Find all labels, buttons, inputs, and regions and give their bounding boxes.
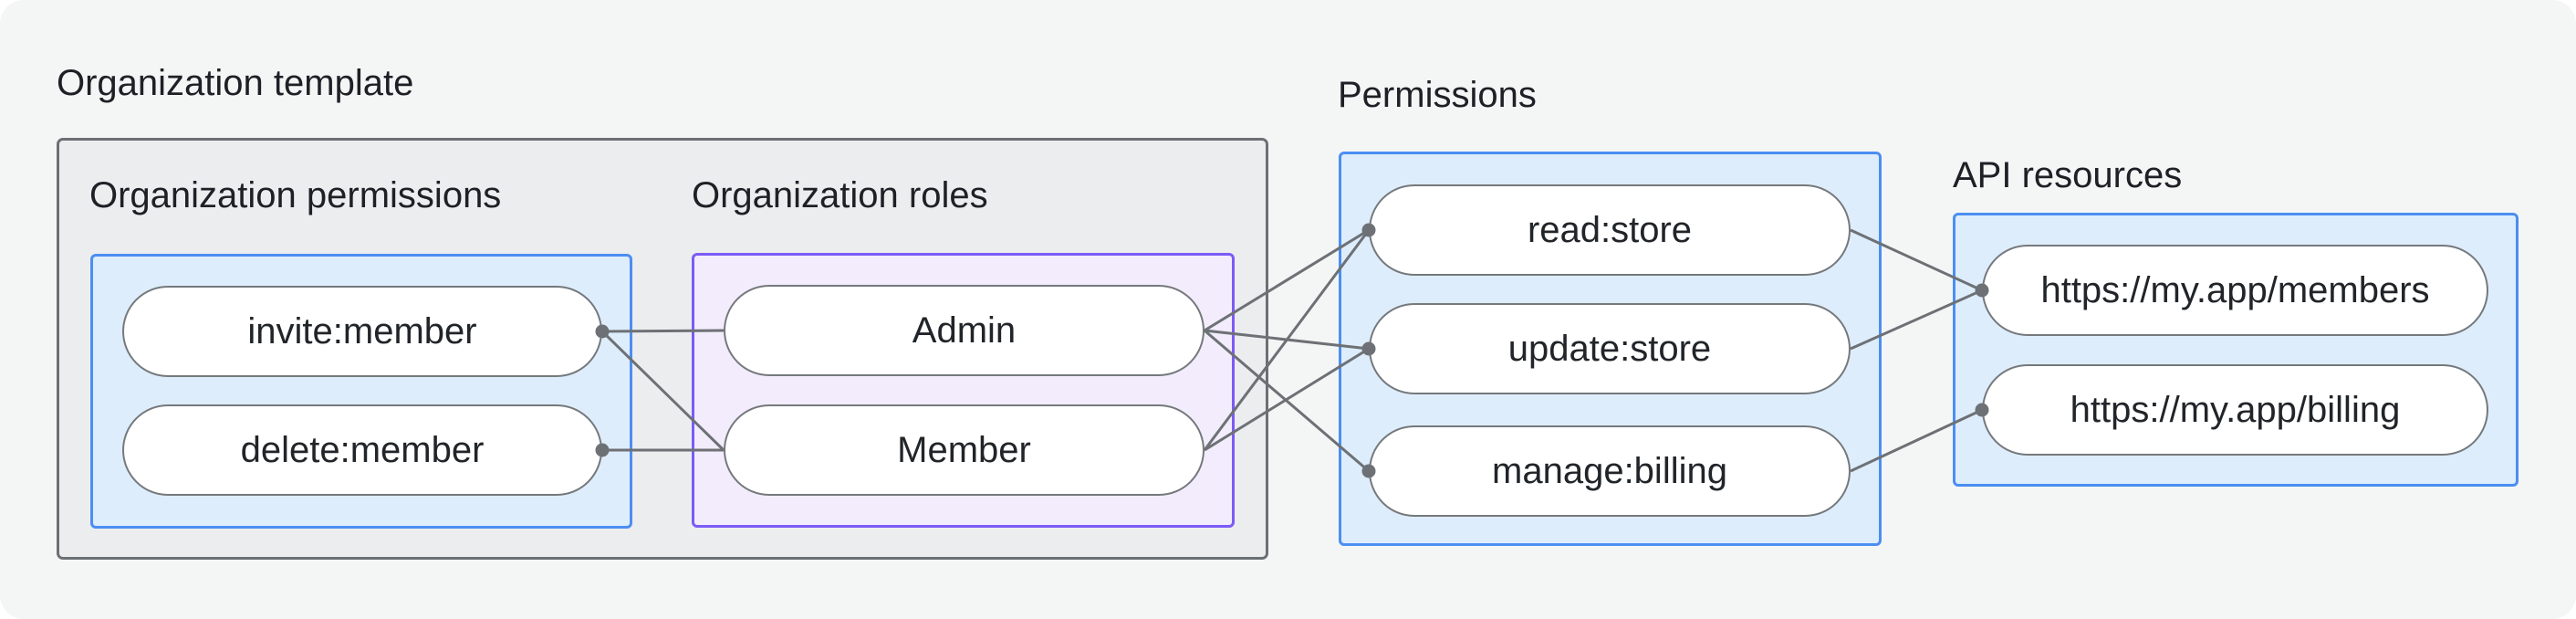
- node-read-store: read:store: [1369, 184, 1851, 276]
- diagram-title: Organization template: [57, 63, 414, 103]
- node-admin-role: Admin: [724, 285, 1205, 376]
- node-update-store: update:store: [1369, 303, 1851, 394]
- node-manage-billing: manage:billing: [1369, 425, 1851, 517]
- node-api-members: https://my.app/members: [1982, 245, 2488, 336]
- node-api-members-label: https://my.app/members: [2040, 269, 2430, 310]
- node-api-billing: https://my.app/billing: [1982, 364, 2488, 456]
- org-roles-label: Organization roles: [692, 175, 988, 215]
- org-permissions-label: Organization permissions: [89, 175, 502, 215]
- node-member-role: Member: [724, 404, 1205, 496]
- permissions-label: Permissions: [1338, 75, 1537, 115]
- node-admin-role-label: Admin: [912, 310, 1017, 351]
- node-delete-member-label: delete:member: [240, 429, 485, 470]
- node-member-role-label: Member: [897, 429, 1031, 470]
- node-delete-member: delete:member: [122, 404, 602, 496]
- node-api-billing-label: https://my.app/billing: [2070, 389, 2401, 430]
- node-read-store-label: read:store: [1527, 209, 1693, 250]
- node-update-store-label: update:store: [1507, 328, 1712, 369]
- node-manage-billing-label: manage:billing: [1492, 450, 1727, 491]
- api-resources-label: API resources: [1953, 155, 2183, 195]
- node-invite-member-label: invite:member: [247, 310, 477, 351]
- node-invite-member: invite:member: [122, 286, 602, 377]
